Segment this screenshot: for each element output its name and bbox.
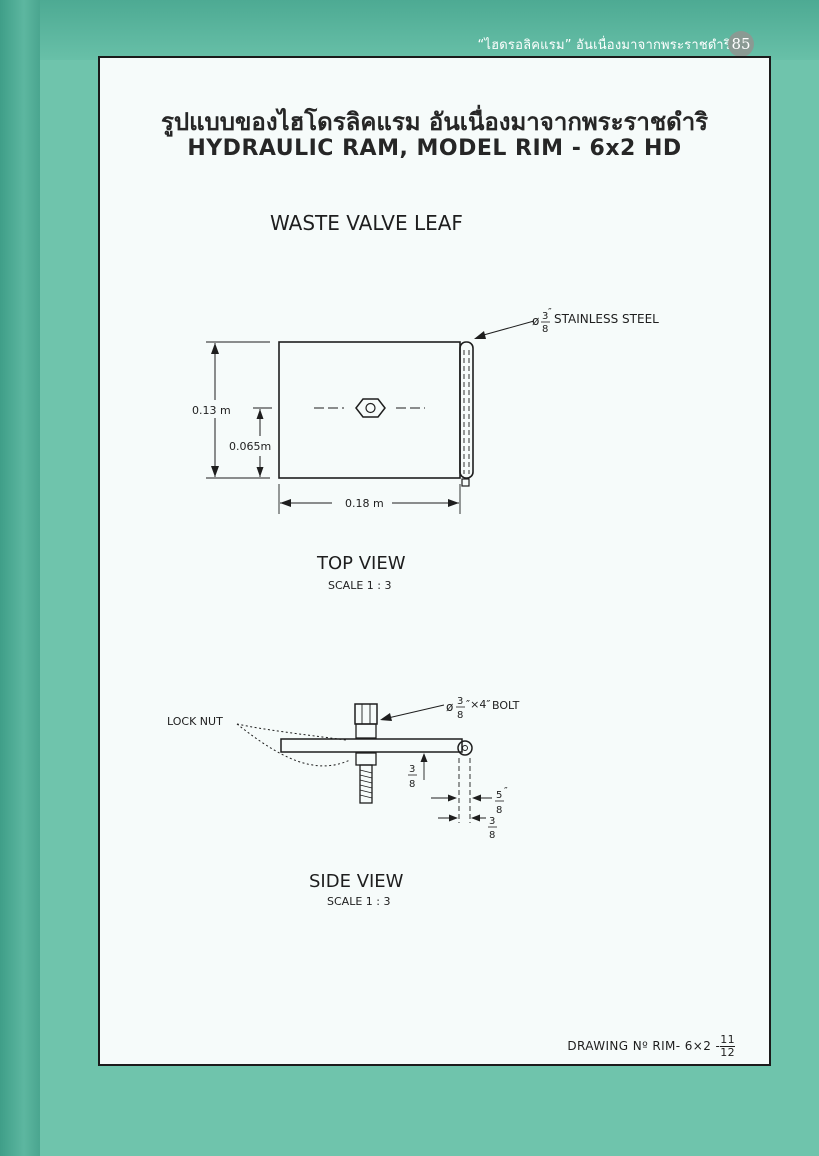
svg-text:5: 5 xyxy=(496,790,502,801)
svg-text:3: 3 xyxy=(542,311,548,322)
svg-text:8: 8 xyxy=(542,324,548,335)
page-number-badge: 85 xyxy=(728,31,754,57)
bolt-callout: ø 3 8 ″×4″ BOLT xyxy=(446,696,520,721)
drawing-sheet: รูปแบบของไฮโดรลิคแรม อันเนื่องมาจากพระรา… xyxy=(98,56,771,1066)
svg-text:ø: ø xyxy=(446,700,453,714)
lock-nut xyxy=(355,752,377,766)
rod-section xyxy=(457,740,473,756)
dim-plate-width: 0.18 m xyxy=(345,497,384,510)
side-view-scale: SCALE 1 : 3 xyxy=(327,895,390,908)
rod-callout: ø 3 8 ″ STAINLESS STEEL xyxy=(532,307,659,335)
svg-text:″: ″ xyxy=(504,786,508,797)
svg-text:STAINLESS STEEL: STAINLESS STEEL xyxy=(554,312,659,326)
svg-text:3: 3 xyxy=(489,816,495,827)
hex-bolt-head xyxy=(355,398,386,418)
svg-text:3: 3 xyxy=(457,696,463,707)
running-title: “ไฮดรอลิคแรม” อันเนื่องมาจากพระราชดำริ xyxy=(477,38,731,53)
drawing-number-prefix: DRAWING Nº RIM- 6×2 - xyxy=(567,1039,721,1053)
bolt-head xyxy=(354,703,378,725)
top-view-drawing xyxy=(206,320,535,514)
side-view-drawing xyxy=(236,703,492,823)
plate-thickness-dim: 3 8 xyxy=(408,764,417,790)
plate-side xyxy=(280,738,463,753)
top-view-label: TOP VIEW xyxy=(316,553,406,574)
threaded-shank xyxy=(359,764,373,804)
book-spine xyxy=(0,0,40,1156)
technical-drawing: WASTE VALVE LEAF xyxy=(167,211,659,908)
svg-text:8: 8 xyxy=(489,830,495,841)
svg-text:8: 8 xyxy=(457,710,463,721)
page-header-band xyxy=(40,0,819,60)
hole-dim: 5 8 ″ xyxy=(495,786,508,816)
side-view-label: SIDE VIEW xyxy=(309,871,404,892)
lock-nut-label: LOCK NUT xyxy=(167,715,223,728)
rod-end-cap xyxy=(461,478,470,487)
top-view-scale: SCALE 1 : 3 xyxy=(328,579,391,592)
svg-text:″×4″: ″×4″ xyxy=(466,698,490,711)
svg-text:8: 8 xyxy=(496,805,502,816)
svg-text:3: 3 xyxy=(409,764,415,775)
hinge-rod xyxy=(459,341,474,479)
svg-text:BOLT: BOLT xyxy=(492,699,520,712)
svg-text:ø: ø xyxy=(532,314,539,328)
dim-half-height: 0.065m xyxy=(229,440,271,453)
svg-text:8: 8 xyxy=(409,779,415,790)
upper-nut xyxy=(355,723,377,739)
valve-leaf-plate xyxy=(278,341,461,479)
title-thai: รูปแบบของไฮโดรลิคแรม อันเนื่องมาจากพระรา… xyxy=(160,108,709,136)
part-name: WASTE VALVE LEAF xyxy=(270,211,463,235)
svg-text:″: ″ xyxy=(548,307,552,318)
title-english: HYDRAULIC RAM, MODEL RIM - 6x2 HD xyxy=(187,136,682,161)
rod-dim: 3 8 xyxy=(488,816,497,841)
dim-plate-height: 0.13 m xyxy=(192,404,231,417)
